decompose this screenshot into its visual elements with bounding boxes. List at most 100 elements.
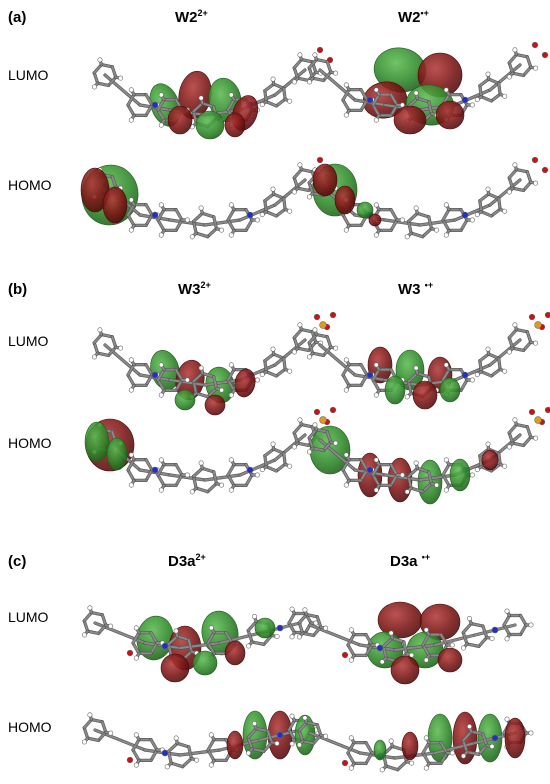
orbital-lobe-negative bbox=[435, 100, 465, 130]
atom bbox=[485, 71, 491, 77]
atom bbox=[413, 460, 419, 466]
atom bbox=[329, 311, 337, 319]
atom bbox=[466, 616, 472, 622]
atom bbox=[173, 735, 179, 741]
bond bbox=[308, 58, 318, 69]
atom bbox=[541, 51, 549, 59]
bond bbox=[315, 333, 329, 338]
atom bbox=[489, 743, 495, 749]
bond bbox=[169, 219, 206, 226]
atom bbox=[373, 117, 379, 123]
bond bbox=[96, 82, 110, 87]
orbital-lobe-negative bbox=[160, 653, 190, 683]
atom bbox=[329, 406, 337, 414]
bond bbox=[206, 387, 218, 398]
bond bbox=[515, 328, 529, 333]
bond bbox=[90, 718, 104, 723]
molecule-homo-c-left bbox=[81, 710, 319, 770]
bond bbox=[460, 219, 468, 232]
atom bbox=[184, 472, 190, 478]
orbital-lobe-negative bbox=[390, 655, 420, 685]
atom bbox=[474, 372, 480, 378]
atom bbox=[534, 321, 542, 329]
bond bbox=[515, 53, 529, 58]
bond bbox=[212, 470, 218, 485]
bond bbox=[293, 168, 303, 179]
atom bbox=[245, 643, 251, 649]
bond bbox=[293, 423, 303, 434]
bond bbox=[487, 353, 500, 360]
atom bbox=[158, 392, 164, 398]
atom bbox=[126, 649, 134, 657]
bond bbox=[157, 98, 165, 111]
bond bbox=[127, 203, 135, 216]
atom bbox=[343, 112, 349, 118]
bond bbox=[308, 66, 314, 80]
bond bbox=[360, 88, 368, 101]
bond bbox=[132, 749, 140, 762]
bond bbox=[305, 613, 319, 618]
bond bbox=[263, 193, 275, 202]
bond bbox=[192, 372, 204, 383]
atom bbox=[474, 97, 480, 103]
atom bbox=[287, 208, 293, 214]
orbital-lobe-positive bbox=[356, 201, 374, 219]
bond bbox=[480, 370, 493, 377]
atom bbox=[512, 322, 518, 328]
bond bbox=[179, 749, 221, 756]
bond bbox=[187, 638, 193, 653]
atom bbox=[296, 742, 302, 748]
bond bbox=[478, 448, 490, 457]
atom bbox=[118, 75, 124, 81]
atom bbox=[348, 657, 354, 663]
bond bbox=[195, 232, 209, 238]
bond bbox=[442, 463, 450, 476]
atom bbox=[399, 102, 405, 108]
atom bbox=[343, 452, 349, 458]
atom bbox=[533, 180, 539, 186]
bond bbox=[442, 208, 450, 221]
bond bbox=[372, 379, 380, 392]
bond bbox=[481, 733, 488, 747]
bond bbox=[272, 448, 285, 455]
bond bbox=[293, 328, 303, 339]
atom bbox=[151, 466, 159, 474]
bond bbox=[227, 208, 235, 221]
bond bbox=[360, 469, 368, 482]
atom bbox=[128, 387, 134, 393]
atom bbox=[466, 724, 472, 730]
orbital-lobe-negative bbox=[504, 717, 526, 759]
atom bbox=[158, 457, 164, 463]
atom bbox=[323, 733, 329, 739]
molecule-lumo-b-right bbox=[306, 311, 550, 410]
atom bbox=[373, 392, 379, 398]
bond bbox=[86, 630, 100, 635]
panel-b-right-title: W3 •+ bbox=[398, 280, 433, 298]
bond bbox=[390, 219, 398, 232]
bond bbox=[293, 58, 303, 69]
bond bbox=[127, 363, 135, 376]
panel-a-lumo-label: LUMO bbox=[8, 67, 49, 83]
atom bbox=[158, 122, 164, 128]
bond bbox=[263, 353, 275, 362]
bond bbox=[145, 93, 153, 106]
bond bbox=[192, 380, 198, 395]
bond bbox=[170, 762, 184, 768]
bond bbox=[251, 640, 265, 646]
atom bbox=[246, 466, 254, 474]
orbital-lobe-negative bbox=[412, 380, 438, 410]
atom bbox=[373, 87, 379, 93]
atom bbox=[287, 98, 293, 104]
bond bbox=[83, 619, 89, 633]
bond bbox=[416, 467, 430, 473]
atom bbox=[341, 759, 349, 767]
bond bbox=[227, 368, 235, 381]
atom bbox=[126, 756, 134, 764]
bond bbox=[312, 626, 322, 637]
bond bbox=[407, 372, 419, 383]
bond bbox=[526, 55, 532, 69]
atom bbox=[302, 715, 308, 721]
bond bbox=[195, 392, 209, 398]
atom bbox=[423, 627, 429, 633]
bond bbox=[416, 212, 430, 218]
